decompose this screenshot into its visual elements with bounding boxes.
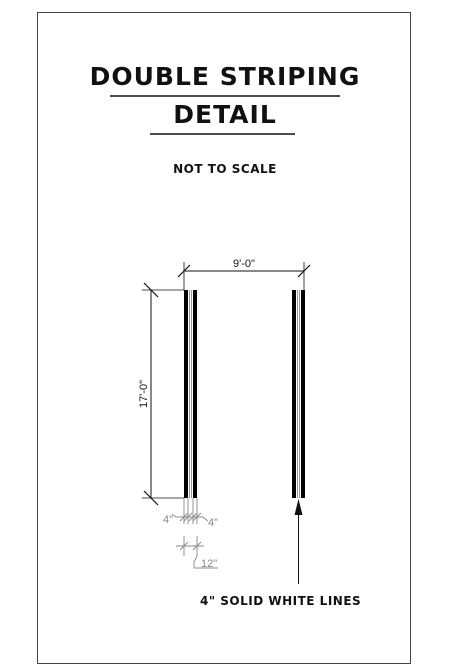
stripe-width-label-left: 4" xyxy=(163,514,173,526)
left-stripe-inner xyxy=(193,290,197,498)
drawing-title-line2: DETAIL xyxy=(173,100,277,129)
width-dimension xyxy=(177,262,311,290)
right-stripe-outer xyxy=(292,290,296,498)
right-stripe-inner xyxy=(301,290,305,498)
stripe-gap-dimension xyxy=(176,536,218,569)
scale-note: NOT TO SCALE xyxy=(173,162,277,176)
drawing-sheet-border xyxy=(37,12,411,664)
drawing-title-line1: DOUBLE STRIPING xyxy=(89,62,361,91)
stripe-width-dimension xyxy=(171,498,209,524)
length-dimension xyxy=(142,282,184,506)
stripe-width-label-right: 4" xyxy=(208,517,218,529)
callout-arrow xyxy=(294,499,303,584)
left-stripe-outer xyxy=(184,290,188,498)
callout-label: 4" SOLID WHITE LINES xyxy=(200,594,362,608)
length-dimension-label: 17'-0" xyxy=(138,380,150,408)
stripe-gap-label: 12" xyxy=(201,558,217,570)
width-dimension-label: 9'-0" xyxy=(233,258,255,270)
